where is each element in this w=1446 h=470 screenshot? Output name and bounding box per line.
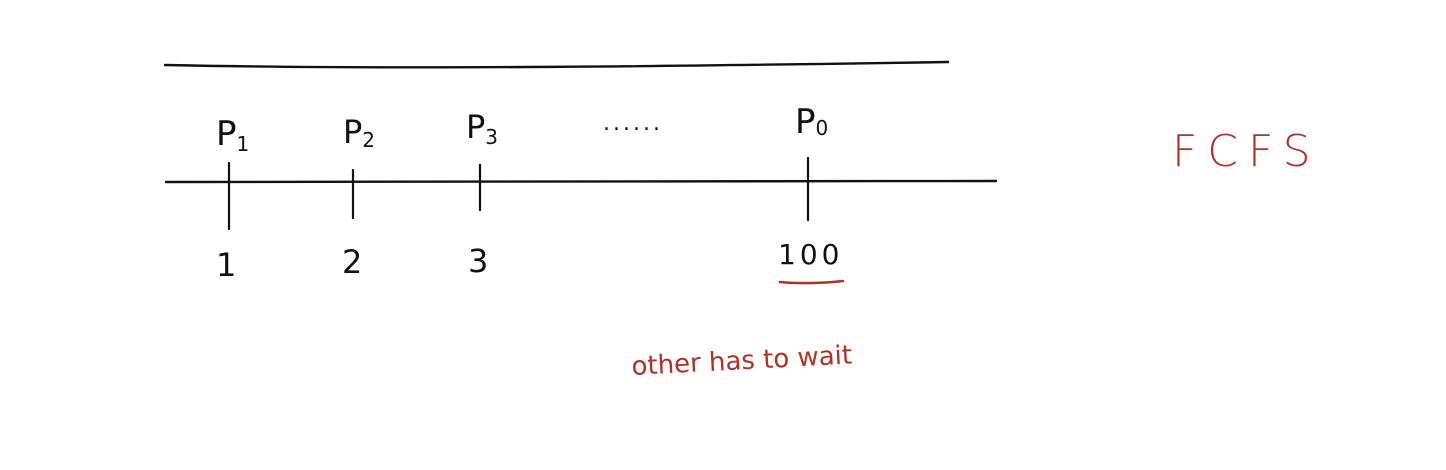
time-label-100: 100 bbox=[778, 238, 843, 271]
process-label-p2: P2 bbox=[343, 113, 375, 152]
time-label-1: 1 bbox=[216, 246, 236, 284]
underline-100 bbox=[778, 279, 845, 285]
fcfs-title: FCFS bbox=[1172, 126, 1321, 177]
time-label-3: 3 bbox=[468, 242, 488, 280]
ellipsis: ...... bbox=[603, 111, 663, 136]
top-divider-line bbox=[163, 60, 950, 69]
timeline-axis bbox=[164, 179, 998, 184]
process-label-p0: P0 bbox=[795, 102, 828, 142]
time-label-2: 2 bbox=[342, 243, 362, 281]
process-label-p1: P1 bbox=[216, 114, 249, 156]
wait-note: other has to wait bbox=[631, 340, 853, 382]
process-label-p3: P3 bbox=[466, 108, 498, 149]
